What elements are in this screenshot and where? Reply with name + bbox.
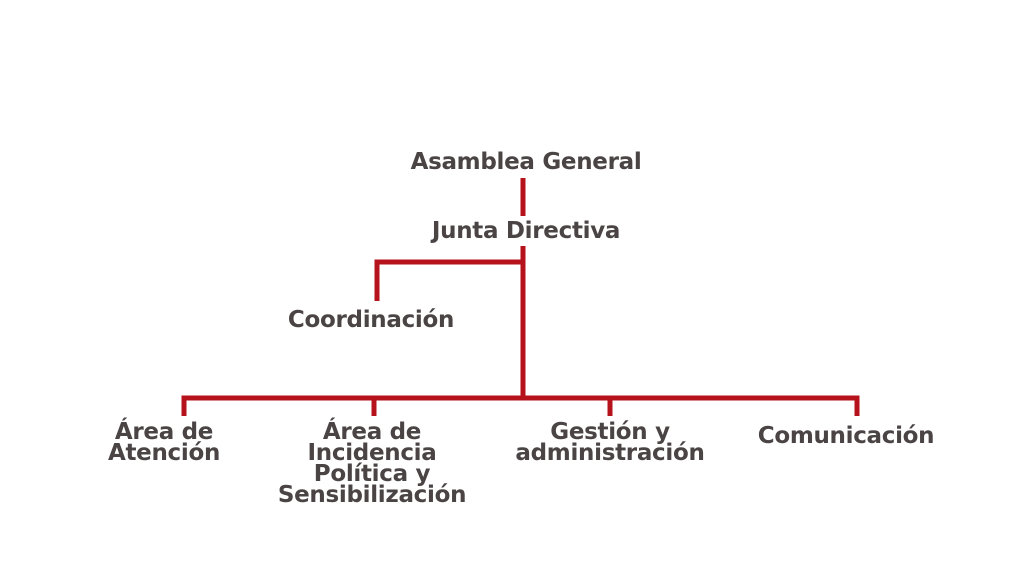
node-area-atencion: Área de Atención [64, 419, 264, 466]
node-coordinacion: Coordinación [287, 307, 455, 333]
node-junta-directiva: Junta Directiva [431, 218, 621, 244]
node-line: Atención [107, 440, 221, 466]
node-line: administración [515, 440, 705, 466]
node-line: Área de [114, 419, 214, 445]
node-gestion-administracion: Gestión y administración [480, 419, 740, 466]
node-line: Gestión y [550, 419, 670, 445]
node-comunicacion: Comunicación [757, 423, 935, 449]
node-line: Sensibilización [277, 482, 467, 508]
node-asamblea-general: Asamblea General [410, 149, 642, 175]
node-line: Área de [322, 419, 422, 445]
node-area-incidencia: Área de Incidencia Política y Sensibiliz… [232, 419, 512, 508]
node-line: Incidencia [307, 440, 437, 466]
node-line: Política y [313, 461, 431, 487]
